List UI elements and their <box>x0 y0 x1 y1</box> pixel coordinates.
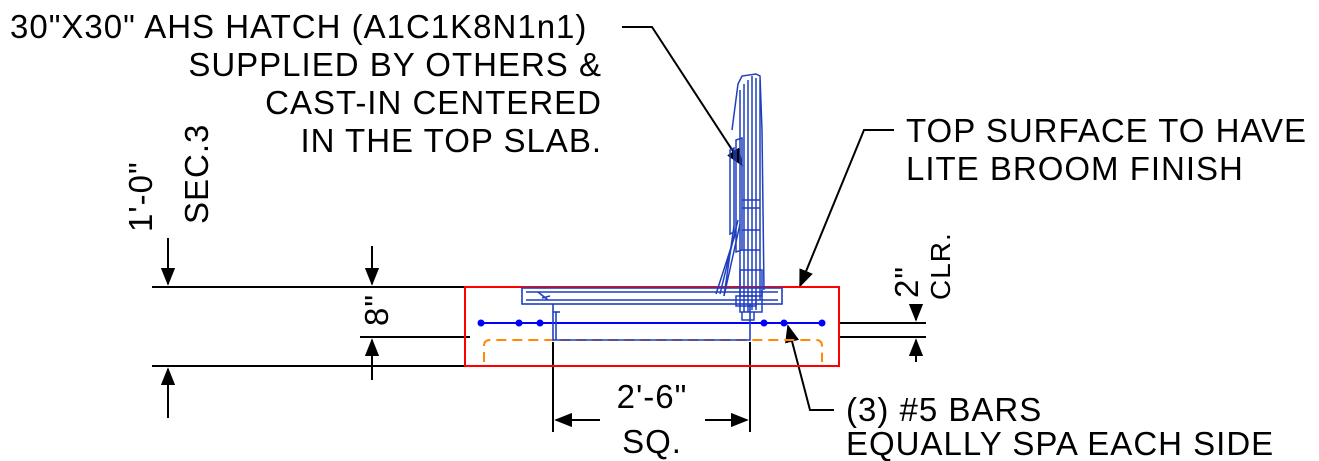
top-rebar <box>477 319 826 327</box>
rebar-dot <box>515 319 523 327</box>
rebar-dot <box>760 319 768 327</box>
hatch-note-line3: CAST-IN CENTERED <box>265 84 602 121</box>
bottom-bars <box>483 339 823 362</box>
slab-thickness-label: 8" <box>358 294 395 326</box>
hatch-note-line1: 30"X30" AHS HATCH (A1C1K8N1n1) <box>10 8 587 45</box>
surface-note-line1: TOP SURFACE TO HAVE <box>906 112 1307 149</box>
opening-label: 2'-6" <box>617 378 688 415</box>
rebar-dot <box>818 319 826 327</box>
rebar-dot <box>477 319 485 327</box>
bars-note-line1: (3) #5 BARS <box>846 391 1042 428</box>
cover-label: 2" <box>888 266 925 298</box>
bars-note: (3) #5 BARS EQUALLY SPA EACH SIDE <box>785 324 1274 461</box>
hatch-note: 30"X30" AHS HATCH (A1C1K8N1n1) SUPPLIED … <box>10 8 743 167</box>
hatch-leader <box>622 26 743 167</box>
surface-leader <box>799 129 894 288</box>
hatch-flange <box>521 287 783 305</box>
cover-dimension: 2" CLR. <box>838 232 956 362</box>
section-ref-label: SEC.3 <box>178 124 215 224</box>
surface-note: TOP SURFACE TO HAVE LITE BROOM FINISH <box>799 112 1307 288</box>
surface-note-line2: LITE BROOM FINISH <box>906 150 1244 187</box>
slab-outline <box>464 286 840 367</box>
hatch-frame <box>521 287 783 341</box>
rebar-dot <box>536 319 544 327</box>
hatch-pan <box>552 304 751 341</box>
overall-height-dimension: 1'-0" SEC.3 <box>122 124 470 418</box>
opening-dimension: 2'-6" SQ. <box>552 342 751 460</box>
bars-note-line2: EQUALLY SPA EACH SIDE <box>846 425 1274 461</box>
opening-suffix-label: SQ. <box>622 423 682 460</box>
overall-height-label: 1'-0" <box>122 161 159 232</box>
rebar-dot <box>780 319 788 327</box>
slab-thickness-dimension: 8" <box>358 246 470 380</box>
cover-suffix-label: CLR. <box>925 232 956 300</box>
hatch-note-line2: SUPPLIED BY OTHERS & <box>188 46 602 83</box>
hatch-note-line4: IN THE TOP SLAB. <box>300 122 602 159</box>
hatch-lid <box>715 73 765 321</box>
bars-leader <box>785 324 834 411</box>
